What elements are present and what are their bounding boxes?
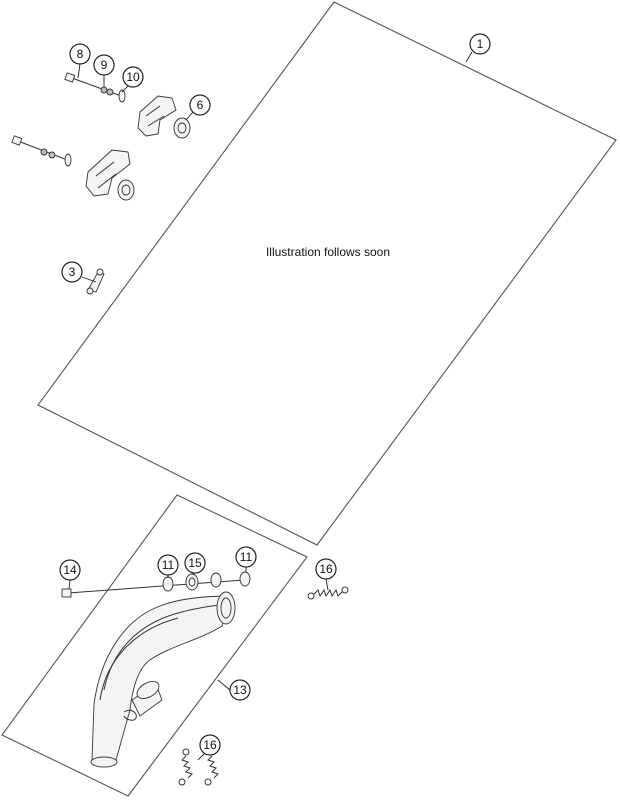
leader-1 (465, 51, 473, 63)
exhaust-hardware (61, 571, 251, 598)
exhaust-pipe (90, 591, 236, 768)
mount-bracket-upper (137, 95, 177, 137)
callout-11-right: 11 (235, 546, 257, 568)
mount-bracket-lower-detail (95, 161, 117, 189)
callout-9-label: 9 (101, 58, 108, 72)
callout-10: 10 (122, 66, 144, 88)
washer-11-left (162, 576, 174, 592)
spring-lower-right-hook-bottom (204, 778, 212, 786)
callout-15: 15 (184, 552, 206, 574)
bolt-head-upper (64, 72, 76, 83)
callout-3: 3 (61, 261, 83, 283)
placeholder-frame-group: Illustration follows soon (37, 1, 617, 546)
callout-13-label: 13 (233, 683, 247, 697)
leader-14 (68, 579, 71, 590)
exhaust-pipe-stripe-2 (99, 617, 179, 701)
callout-3-label: 3 (69, 265, 76, 279)
spring-right-hook-left (307, 592, 315, 600)
bolt-head-lower (11, 135, 23, 146)
callout-16-right: 16 (315, 558, 337, 580)
callout-9: 9 (93, 54, 115, 76)
mount-bracket-lower (85, 149, 131, 197)
washer-lower (64, 153, 72, 167)
mount-bracket-upper-detail (145, 105, 165, 127)
callout-16-lower: 16 (199, 734, 221, 756)
callout-11-left-label: 11 (162, 558, 175, 572)
leader-3 (81, 276, 97, 283)
callout-8-label: 8 (77, 47, 84, 61)
mount-hardware-upper (64, 72, 191, 139)
nut-upper-2 (106, 88, 114, 96)
callout-15-label: 15 (188, 556, 202, 570)
spring-lower-right-coil (207, 755, 219, 779)
placeholder-frame (37, 1, 617, 546)
spring-right-coil (313, 588, 343, 598)
rubber-bushing-upper-inner (177, 122, 187, 134)
callout-1: 1 (469, 33, 491, 55)
leader-16a (325, 578, 329, 591)
spring-lower-left-hook-bottom (178, 778, 186, 786)
leader-6 (185, 111, 194, 121)
washer-middle (210, 572, 222, 588)
exhaust-outlet (90, 756, 118, 768)
mount-hardware-lower (11, 135, 135, 201)
leader-16b (197, 753, 205, 761)
callout-8: 8 (69, 43, 91, 65)
spring-lower-left (178, 748, 193, 786)
spring-lower-left-coil (181, 755, 193, 779)
nut-upper (100, 86, 108, 94)
callout-11-left: 11 (157, 554, 179, 576)
exhaust-bolt-head (61, 588, 72, 598)
exhaust-flange-top-inner (220, 597, 232, 619)
bushing-15-inner (188, 577, 196, 587)
washer-upper (118, 89, 126, 103)
rubber-bushing-lower-inner (121, 184, 131, 196)
nut-lower (40, 148, 48, 156)
bolt-shaft-upper (71, 77, 125, 98)
callout-6-label: 6 (197, 98, 204, 112)
callout-14: 14 (59, 559, 81, 581)
spring-right-hook-right (341, 586, 349, 594)
leader-10 (121, 85, 129, 93)
callout-1-label: 1 (477, 37, 484, 51)
springs (178, 586, 349, 786)
callout-13: 13 (229, 679, 251, 701)
callout-6: 6 (189, 94, 211, 116)
exhaust-branch-ring (136, 681, 160, 699)
spring-right (307, 586, 349, 600)
clip-end-top (96, 268, 104, 276)
exhaust-spring-hook (123, 709, 137, 721)
callout-16-right-label: 16 (319, 562, 333, 576)
spring-lower-left-hook-top (182, 748, 190, 756)
callout-14-label: 14 (63, 563, 77, 577)
callout-10-label: 10 (126, 70, 140, 84)
leader-8 (77, 63, 81, 79)
leader-13 (217, 679, 231, 691)
nut-lower-2 (48, 151, 56, 159)
leader-lines (68, 51, 473, 761)
callout-16-lower-label: 16 (203, 738, 217, 752)
washer-11-right (239, 571, 251, 587)
callout-11-right-label: 11 (240, 550, 253, 564)
clip-end-bottom (86, 287, 94, 295)
placeholder-text: Illustration follows soon (266, 245, 390, 259)
